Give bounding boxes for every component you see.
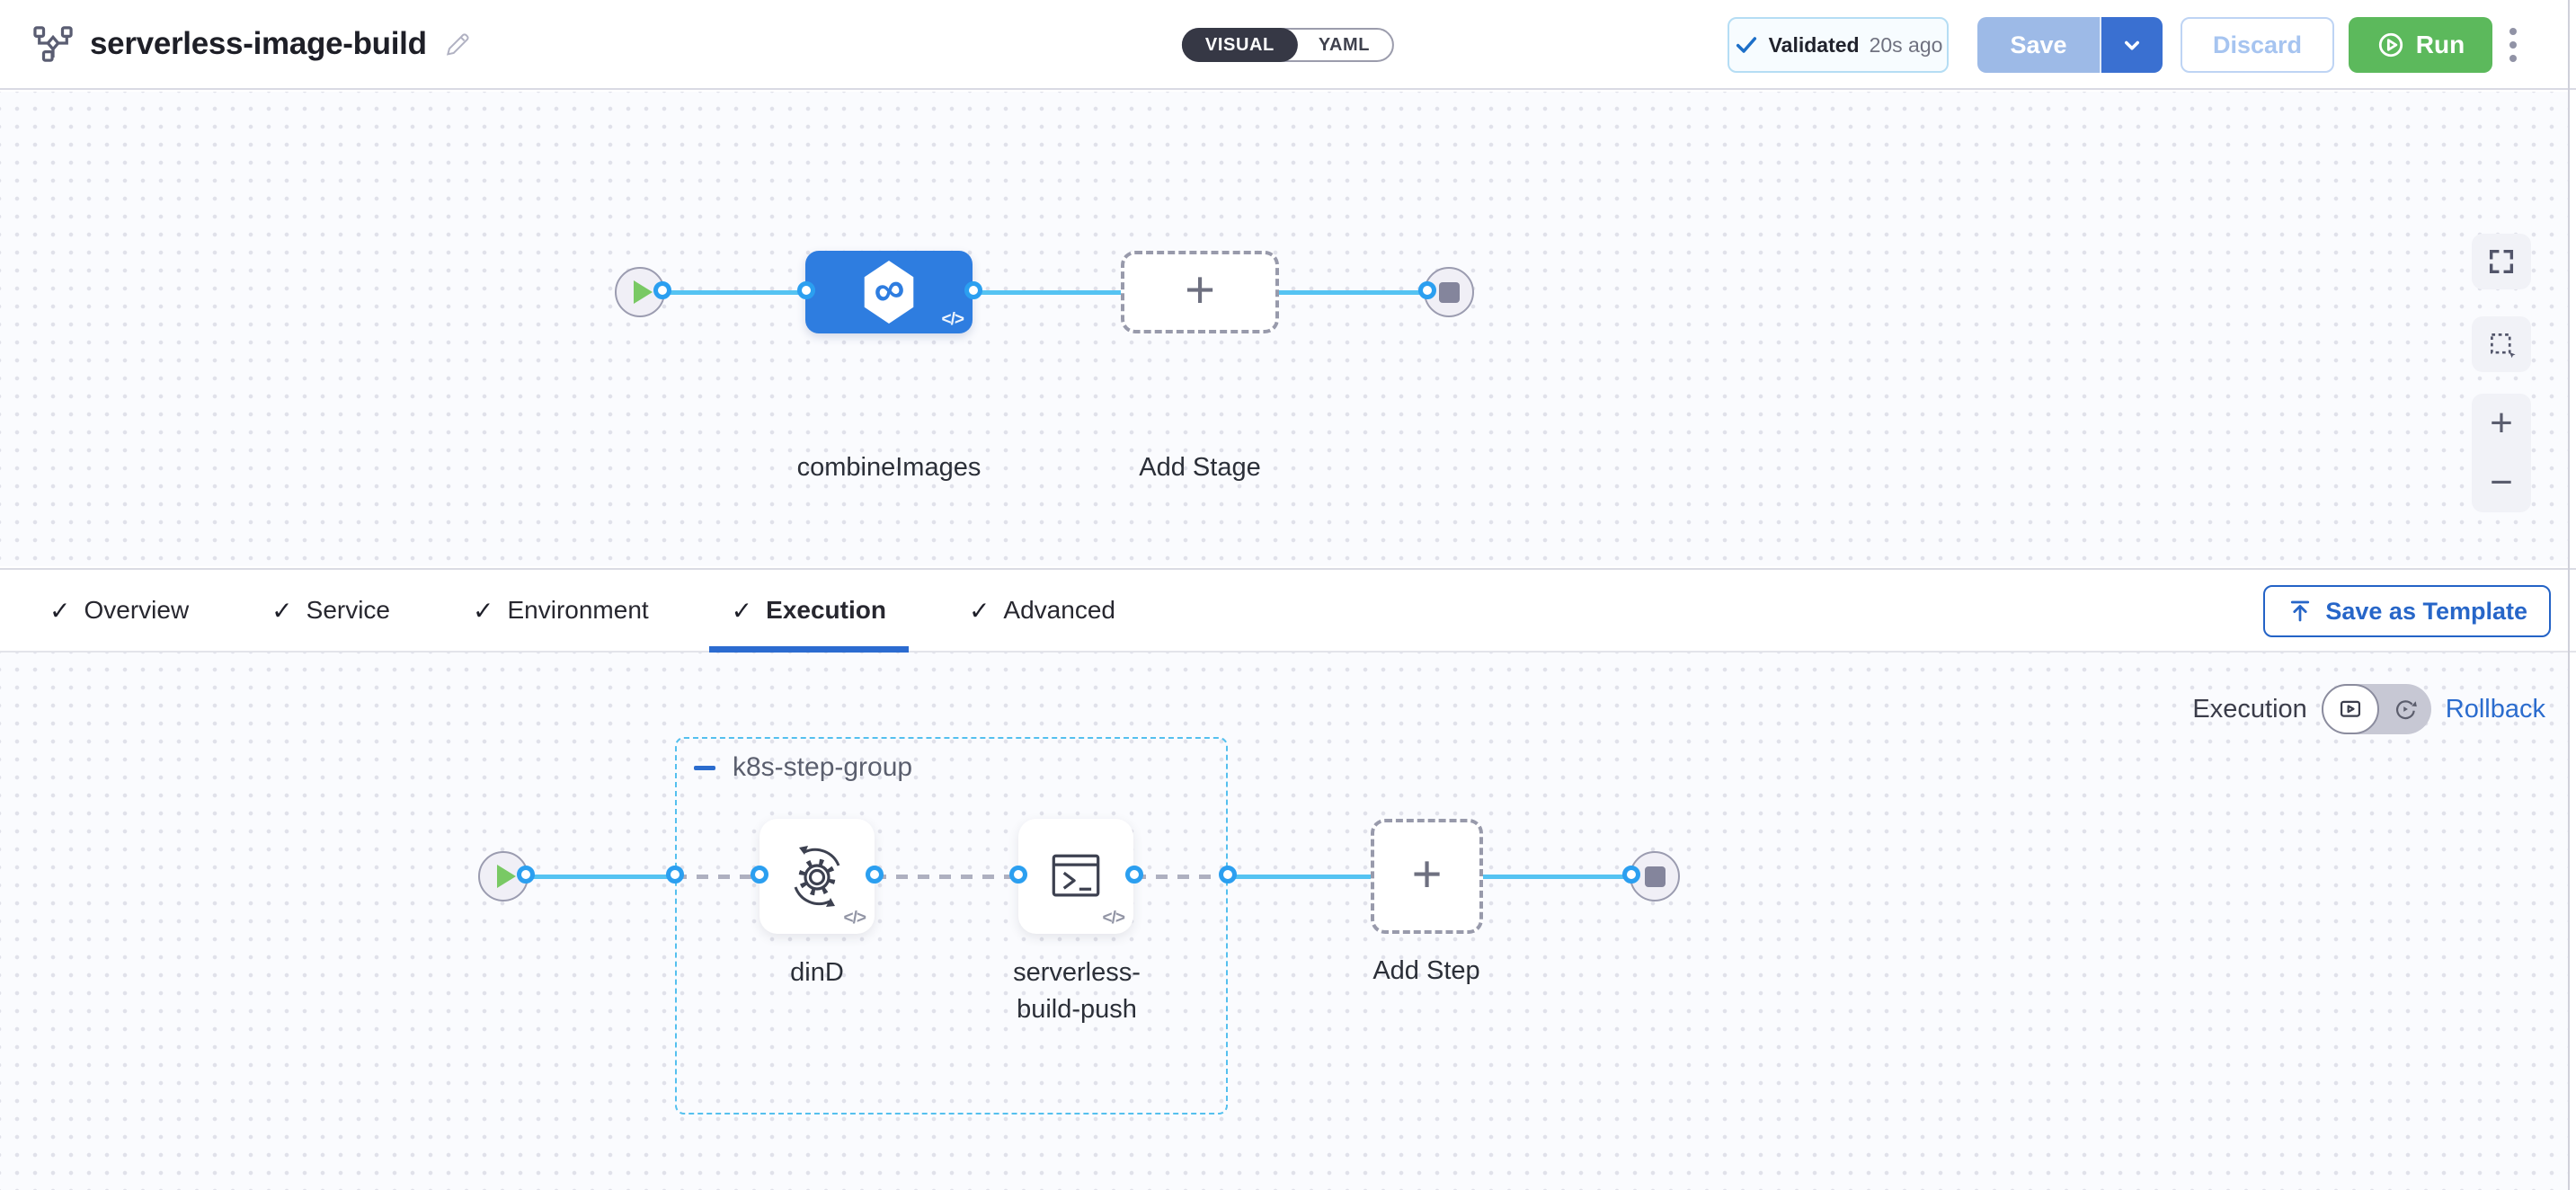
connector-line-dashed [1134, 875, 1228, 879]
tab-check-icon: ✓ [968, 596, 990, 625]
view-toggle [2321, 684, 2431, 734]
connector-port[interactable] [866, 866, 884, 884]
stage-node-combineimages[interactable]: ∞ </> [805, 251, 973, 333]
connector-port[interactable] [666, 866, 684, 884]
tab-check-icon: ✓ [731, 596, 753, 625]
edit-pencil-icon[interactable] [443, 30, 472, 58]
zoom-in-button[interactable]: + [2490, 401, 2513, 445]
check-icon [1734, 32, 1759, 58]
save-split-button: Save [1977, 17, 2163, 73]
marquee-select-button[interactable] [2472, 316, 2531, 372]
tab-advanced[interactable]: ✓ Advanced [968, 596, 1115, 625]
stop-square-icon [1644, 866, 1666, 887]
connector-port[interactable] [517, 866, 535, 884]
add-step-button[interactable]: + [1371, 819, 1483, 934]
step-group-name: k8s-step-group [733, 752, 913, 782]
tab-check-icon: ✓ [473, 596, 494, 625]
tab-overview[interactable]: ✓ Overview [49, 596, 190, 625]
connector-port[interactable] [1125, 866, 1143, 884]
connector-port[interactable] [1418, 281, 1436, 299]
zoom-out-button[interactable]: − [2490, 460, 2513, 504]
run-play-icon [2376, 31, 2405, 59]
title-group: serverless-image-build [32, 0, 472, 88]
plus-icon: + [1185, 261, 1215, 319]
tab-service[interactable]: ✓ Service [271, 596, 391, 625]
visual-yaml-toggle: VISUAL YAML [1181, 28, 1395, 62]
connector-port[interactable] [751, 866, 768, 884]
connector-line-dashed [875, 875, 1018, 879]
start-play-icon [497, 865, 516, 888]
stop-square-icon [1438, 281, 1460, 303]
run-label: Run [2415, 31, 2465, 58]
execution-view-toggle-button[interactable] [2321, 684, 2379, 734]
save-as-template-button[interactable]: Save as Template [2263, 585, 2551, 637]
connector-port[interactable] [653, 281, 671, 299]
tab-check-icon: ✓ [271, 596, 293, 625]
chevron-down-icon [2119, 31, 2145, 58]
connector-line [662, 290, 1427, 295]
validated-badge[interactable]: Validated 20s ago [1728, 17, 1949, 73]
step-name-label: serverless-build-push [1013, 958, 1141, 1024]
step-name-label: dinD [790, 958, 844, 987]
toggle-yaml[interactable]: YAML [1318, 34, 1371, 55]
plus-icon: + [1411, 845, 1443, 903]
page-title: serverless-image-build [90, 26, 427, 61]
connector-port[interactable] [1219, 866, 1237, 884]
validated-status: Validated [1768, 32, 1860, 57]
start-play-icon [634, 280, 653, 304]
execution-canvas[interactable]: Execution Rollback [0, 653, 2569, 1190]
step-group-header: k8s-step-group [694, 750, 912, 786]
connector-port[interactable] [1009, 866, 1027, 884]
save-button[interactable]: Save [1977, 17, 2100, 73]
validated-time: 20s ago [1869, 32, 1943, 57]
zoom-panel: + − [2472, 394, 2531, 512]
discard-button[interactable]: Discard [2181, 17, 2334, 73]
step-group-k8s[interactable] [675, 737, 1228, 1115]
tab-environment[interactable]: ✓ Environment [473, 596, 649, 625]
tab-execution[interactable]: ✓ Execution [708, 570, 910, 653]
code-icon: </> [941, 310, 965, 329]
add-stage-label: Add Stage [1139, 453, 1261, 482]
ci-stage-icon: ∞ [864, 261, 914, 324]
connector-port[interactable] [797, 281, 815, 299]
pipeline-icon [32, 25, 74, 63]
connector-line-dashed [675, 875, 759, 879]
step-node-serverless-build-push[interactable]: </> [1018, 819, 1133, 934]
code-icon: </> [843, 909, 867, 928]
rollback-link[interactable]: Rollback [2445, 694, 2545, 724]
add-step-label: Add Step [1372, 956, 1480, 985]
upload-icon [2287, 598, 2314, 625]
save-options-chevron-button[interactable] [2100, 17, 2163, 73]
collapse-group-button[interactable] [694, 765, 715, 770]
header: serverless-image-build VISUAL YAML Valid… [0, 0, 2576, 90]
toggle-visual[interactable]: VISUAL [1181, 28, 1298, 62]
stage-tabbar: ✓ Overview ✓ Service ✓ Environment ✓ Exe… [0, 568, 2576, 653]
step-node-dind[interactable]: </> [759, 819, 875, 934]
stage-canvas[interactable]: ∞ </> combineImages + Add Stage + [0, 92, 2569, 566]
docker-sync-gear-icon [781, 840, 853, 912]
stage-name-label: combineImages [796, 453, 982, 482]
connector-port[interactable] [1622, 866, 1640, 884]
scrollbar-track[interactable] [2568, 0, 2570, 1190]
connector-line [526, 875, 675, 879]
terminal-icon [1042, 842, 1110, 910]
code-icon: </> [1102, 909, 1126, 928]
kebab-menu-button[interactable] [2500, 22, 2526, 67]
connector-port[interactable] [964, 281, 982, 299]
execution-rollback-switch: Execution Rollback [2192, 683, 2545, 735]
rollback-view-toggle-button[interactable] [2379, 697, 2431, 722]
run-button[interactable]: Run [2349, 17, 2492, 73]
tab-check-icon: ✓ [49, 596, 71, 625]
execution-start-node[interactable] [478, 851, 529, 901]
add-stage-button[interactable]: + [1121, 251, 1279, 333]
execution-mode-label: Execution [2192, 694, 2307, 724]
fullscreen-button[interactable] [2472, 234, 2531, 289]
